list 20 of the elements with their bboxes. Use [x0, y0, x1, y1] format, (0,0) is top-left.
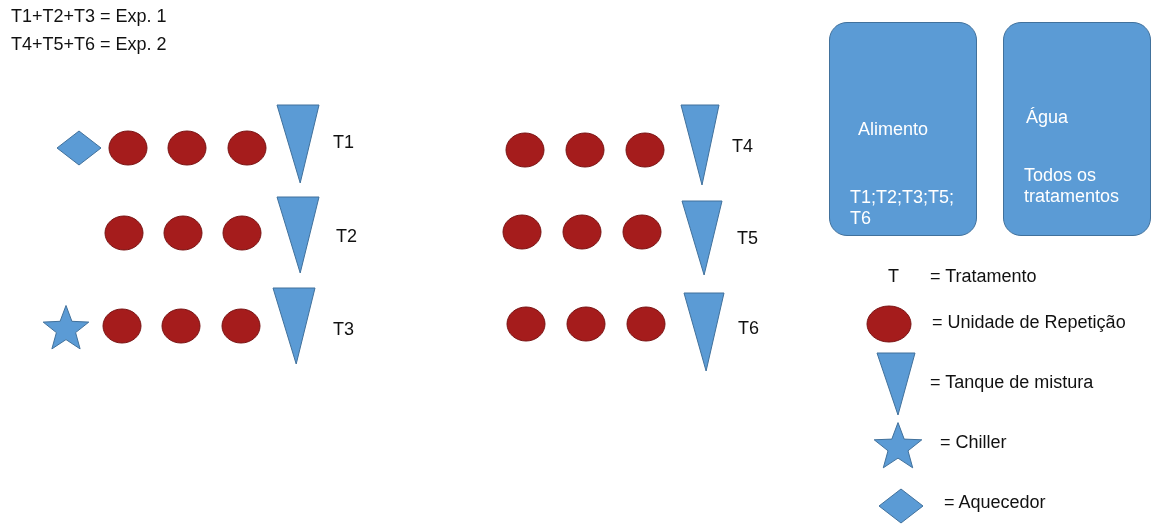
box-text: Todos os tratamentos — [1024, 165, 1121, 207]
treatment-label: T4 — [732, 136, 753, 157]
legend-symbol-text: T — [888, 266, 899, 287]
treatment-label: T6 — [738, 318, 759, 339]
box-heading: Alimento — [858, 119, 930, 140]
treatment-label: T2 — [336, 226, 357, 247]
legend-label: = Tratamento — [930, 266, 1037, 287]
legend-label: = Tanque de mistura — [930, 372, 1094, 393]
formula-note: T4+T5+T6 = Exp. 2 — [11, 34, 167, 55]
box-text: T1;T2;T3;T5; T6 — [850, 187, 956, 229]
box-heading: Água — [1026, 107, 1070, 128]
formula-note: T1+T2+T3 = Exp. 1 — [11, 6, 167, 27]
legend-label: = Aquecedor — [944, 492, 1046, 513]
treatment-label: T1 — [333, 132, 354, 153]
rounded-box — [1003, 22, 1151, 236]
treatment-label: T3 — [333, 319, 354, 340]
rounded-box — [829, 22, 977, 236]
treatment-label: T5 — [737, 228, 758, 249]
legend-label: = Unidade de Repetição — [932, 312, 1126, 333]
legend-label: = Chiller — [940, 432, 1007, 453]
